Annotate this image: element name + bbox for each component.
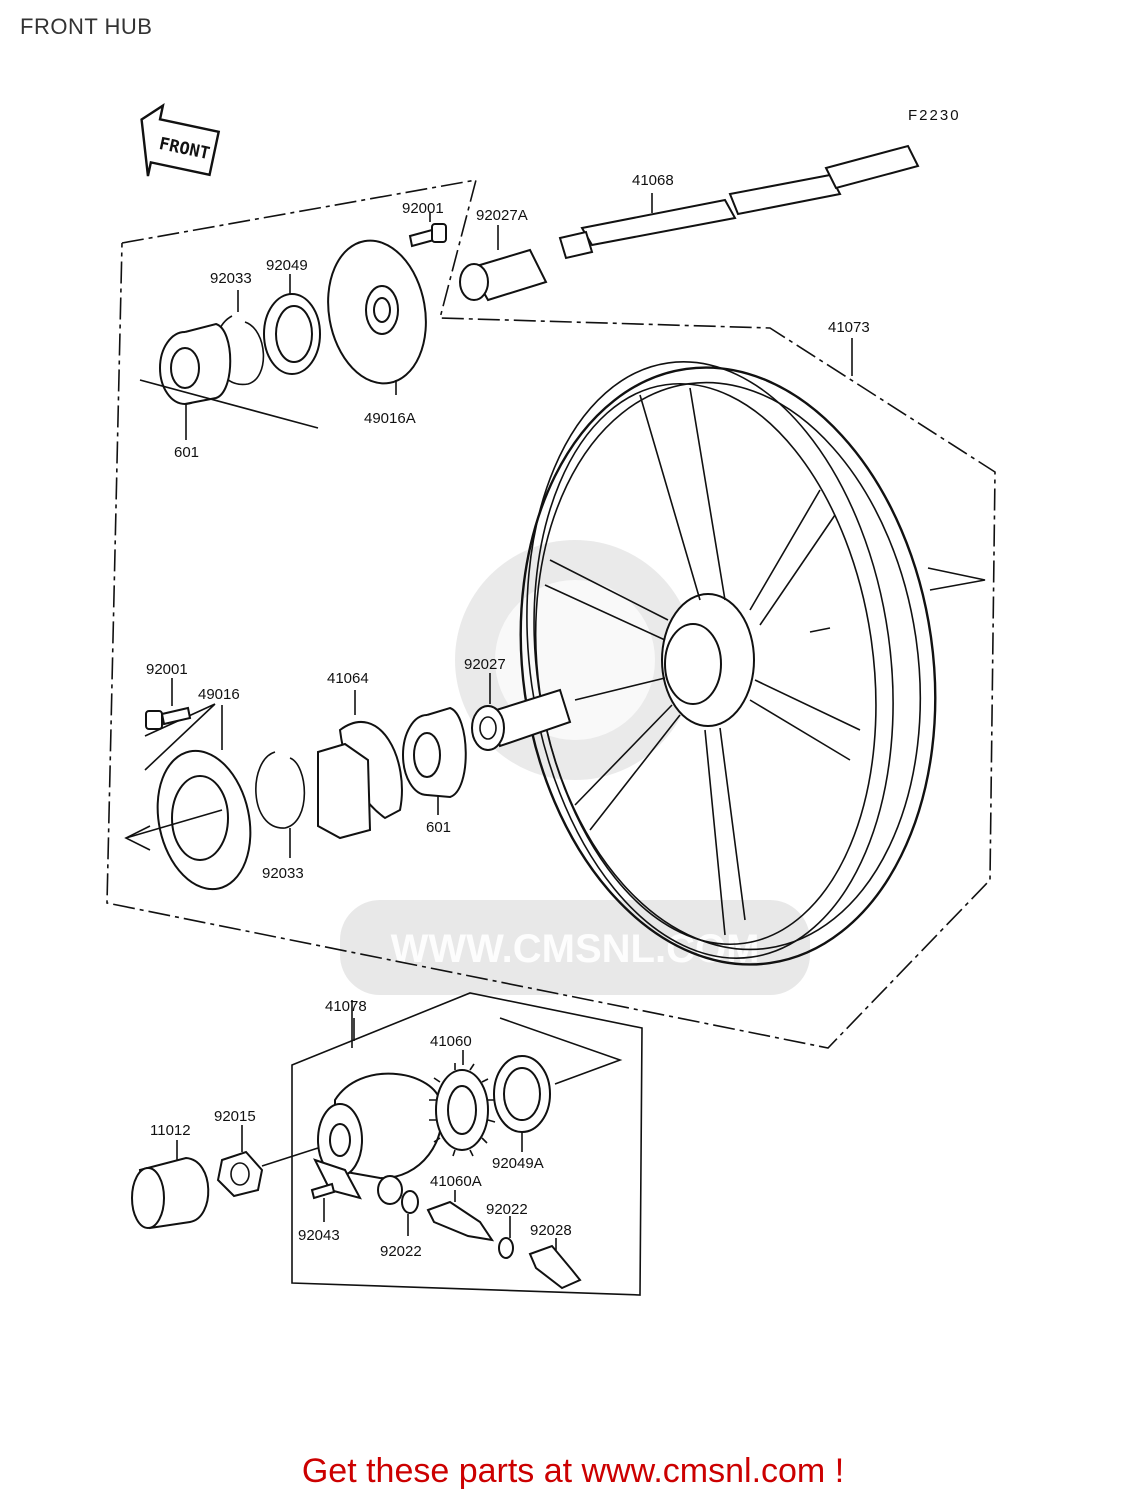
- label-92027a: 92027A: [476, 207, 528, 224]
- gear-41060: [429, 1050, 496, 1157]
- label-41068: 41068: [632, 172, 674, 189]
- label-92027: 92027: [464, 656, 506, 673]
- label-41078: 41078: [325, 998, 367, 1015]
- label-601-bottom: 601: [426, 819, 451, 836]
- label-92049: 92049: [266, 257, 308, 274]
- oil-seal-92049: [263, 274, 321, 375]
- assembly-frame: [106, 178, 996, 1296]
- speedo-housing-41078: [313, 1072, 443, 1205]
- label-92049a: 92049A: [492, 1155, 544, 1172]
- bolt-92001-bottom: [145, 678, 192, 730]
- label-41060a: 41060A: [430, 1173, 482, 1190]
- flange-49016: [124, 703, 252, 891]
- nut-92015: [216, 1125, 319, 1198]
- footer-cta-link[interactable]: Get these parts at www.cmsnl.com !: [301, 1452, 845, 1490]
- label-92033-bottom: 92033: [262, 865, 304, 882]
- circlip-92033-bottom: [255, 751, 306, 858]
- label-92001-bottom: 92001: [146, 661, 188, 678]
- bolt-92001-top: [408, 212, 447, 248]
- hub-plate-41064: [317, 690, 403, 840]
- page-title: FRONT HUB: [20, 14, 153, 39]
- label-41064: 41064: [327, 670, 369, 687]
- label-92001-top: 92001: [402, 200, 444, 217]
- label-49016: 49016: [198, 686, 240, 703]
- washer-92022-left: [401, 1190, 419, 1236]
- oil-seal-92049a: [493, 1017, 623, 1152]
- label-11012: 11012: [150, 1122, 191, 1139]
- diagram-code: F2230: [908, 107, 961, 124]
- wheel-41073: [519, 338, 986, 966]
- label-92022-left: 92022: [380, 1243, 422, 1260]
- label-92028: 92028: [530, 1222, 572, 1239]
- label-92033-top: 92033: [210, 270, 252, 287]
- flange-49016a: [327, 239, 427, 395]
- label-41073: 41073: [828, 319, 870, 336]
- cap-11012: [131, 1140, 210, 1230]
- spacer-92027: [471, 673, 666, 751]
- label-92015: 92015: [214, 1108, 256, 1125]
- label-92022-right: 92022: [486, 1201, 528, 1218]
- svg-text:FRONT: FRONT: [157, 134, 211, 164]
- label-49016a: 49016A: [364, 410, 416, 427]
- part-labels: 41068 92001 92027A 92033 92049 41073 601…: [146, 172, 870, 1260]
- label-41060: 41060: [430, 1033, 472, 1050]
- bearing-601-top: [139, 322, 319, 440]
- pin-92043: [310, 1182, 336, 1222]
- label-601-top: 601: [174, 444, 199, 461]
- axle-41068: [558, 144, 920, 260]
- pinion-41060a: [426, 1190, 495, 1242]
- washer-92022-right: [498, 1216, 514, 1259]
- bushing-92028: [528, 1238, 582, 1290]
- watermark-text: WWW.CMSNL.COM: [391, 927, 760, 971]
- spacer-92027a: [459, 225, 548, 302]
- bearing-601-bottom: [402, 706, 467, 815]
- label-92043: 92043: [298, 1227, 340, 1244]
- front-arrow-icon: FRONT: [140, 103, 221, 177]
